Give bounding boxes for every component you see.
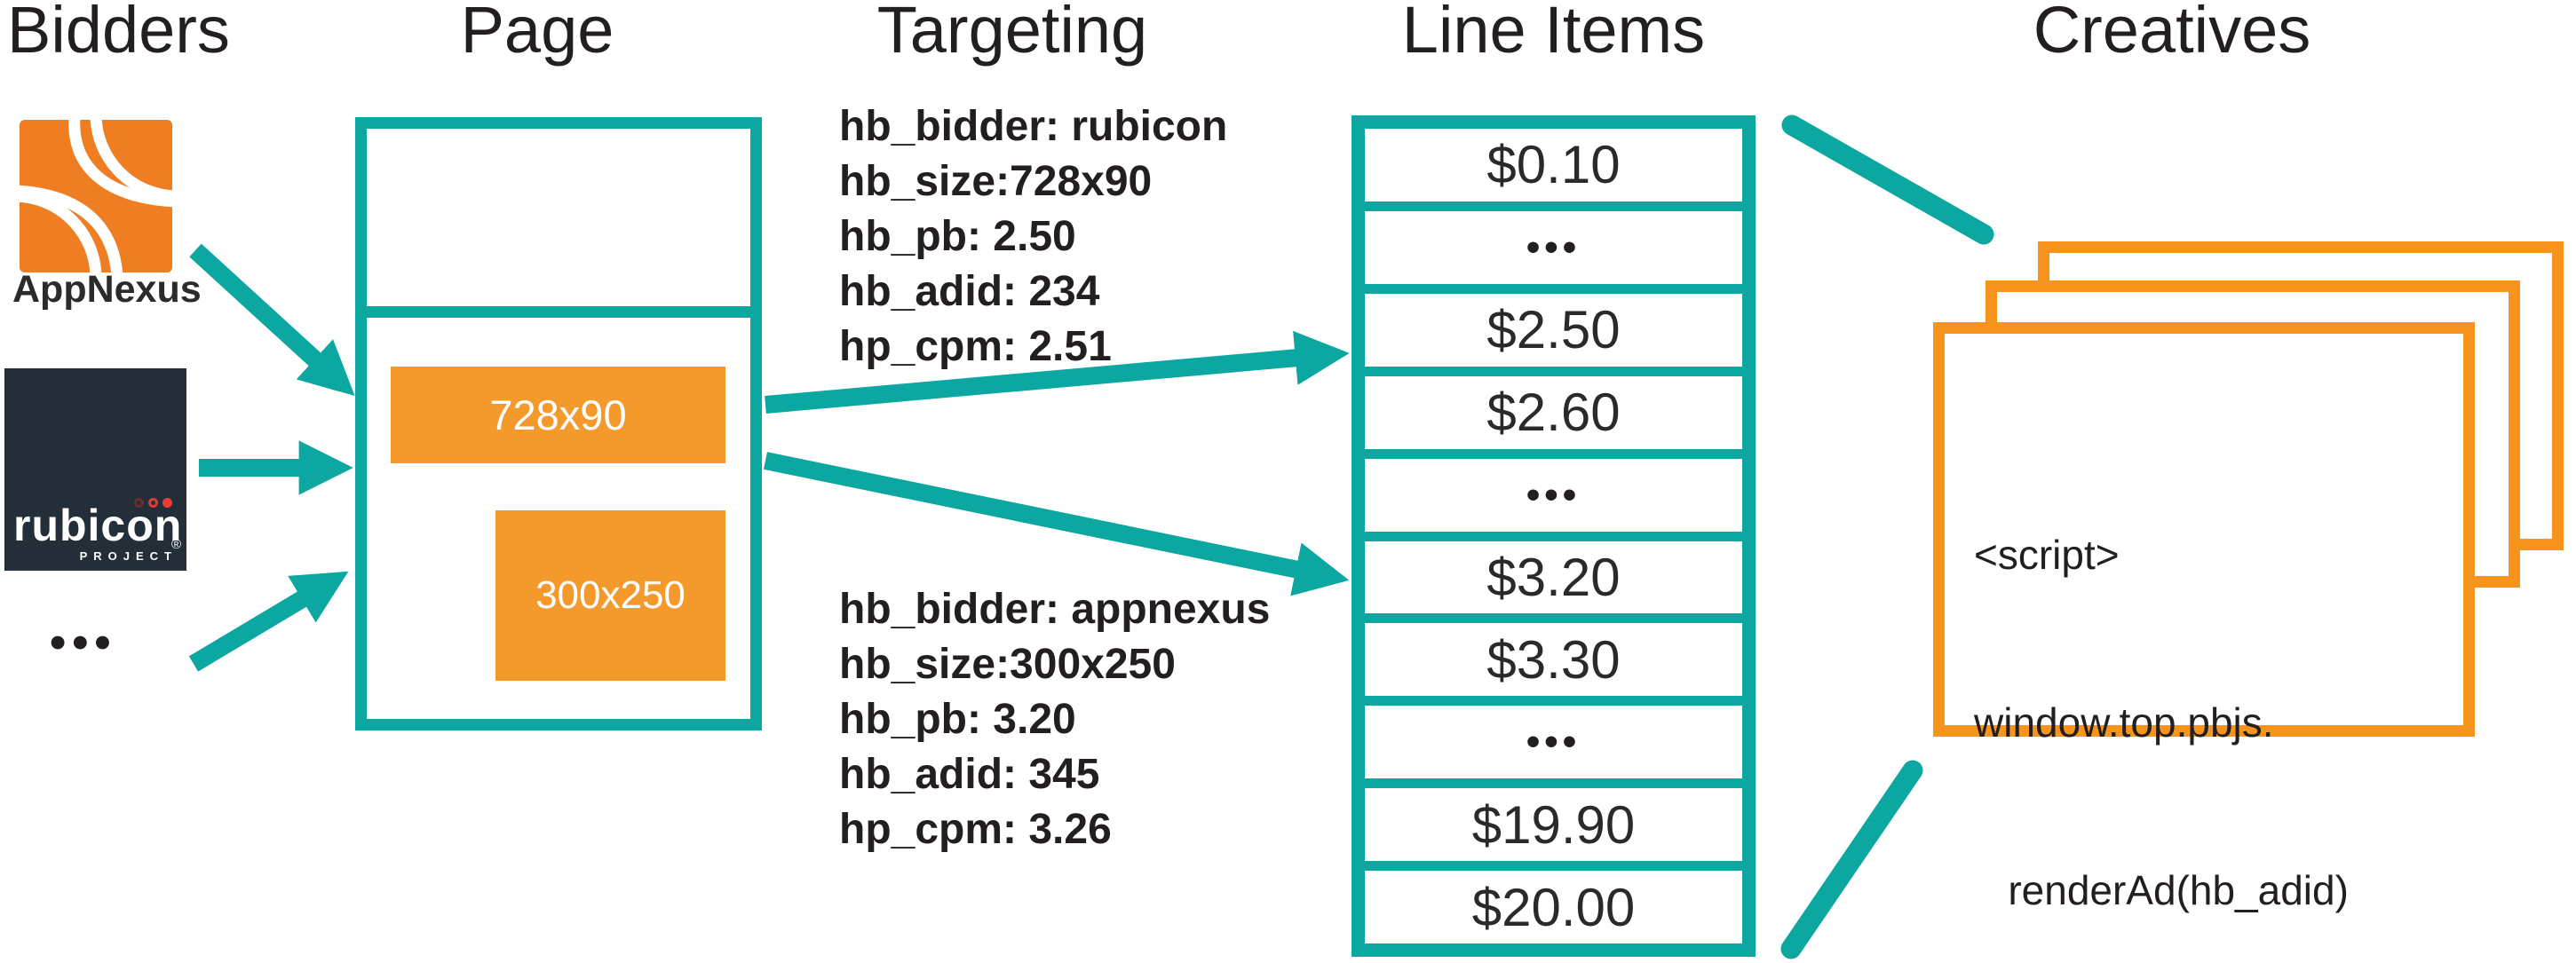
- line-item-row-ellipsis: •••: [1365, 201, 1742, 284]
- line-item-row: $3.20: [1365, 531, 1742, 614]
- targeting-line: hb_pb: 3.20: [839, 696, 1076, 743]
- creatives-column-title: Creatives: [2033, 0, 2311, 67]
- line-item-row: $19.90: [1365, 778, 1742, 862]
- targeting-line: hp_cpm: 3.26: [839, 806, 1112, 853]
- targeting-line: hp_cpm: 2.51: [839, 323, 1112, 370]
- creative-card-front: <script> window.top.pbjs. renderAd(hb_ad…: [1933, 322, 2475, 913]
- line-item-row: $20.00: [1365, 861, 1742, 944]
- rubicon-project-sub-label: PROJECT: [79, 549, 178, 563]
- line-items-column-title: Line Items: [1401, 0, 1706, 67]
- appnexus-label: AppNexus: [12, 268, 202, 311]
- line-item-row-ellipsis: •••: [1365, 448, 1742, 532]
- creative-render-script: <script> window.top.pbjs. renderAd(hb_ad…: [1974, 415, 2349, 963]
- line-item-row-ellipsis: •••: [1365, 696, 1742, 779]
- code-line: renderAd(hb_adid): [1974, 867, 2349, 913]
- line-items-table: $0.10 ••• $2.50 $2.60 ••• $3.20 $3.30 ••…: [1351, 115, 1756, 957]
- targeting-line: hb_size:300x250: [839, 641, 1176, 688]
- line-item-row: $0.10: [1365, 129, 1742, 201]
- targeting-block-rubicon: hb_bidder: rubicon hb_size:728x90 hb_pb:…: [839, 99, 1227, 375]
- targeting-line: hb_bidder: appnexus: [839, 586, 1271, 633]
- targeting-line: hb_size:728x90: [839, 158, 1153, 205]
- code-line: window.top.pbjs.: [1974, 699, 2274, 746]
- targeting-block-appnexus: hb_bidder: appnexus hb_size:300x250 hb_p…: [839, 582, 1270, 857]
- ad-slot-728x90: 728x90: [391, 367, 725, 463]
- code-line: <script>: [1974, 532, 2120, 578]
- line-item-row: $2.60: [1365, 366, 1742, 449]
- more-bidders-ellipsis: •••: [50, 617, 117, 668]
- targeting-line: hb_adid: 234: [839, 268, 1100, 315]
- line-item-row: $2.50: [1365, 283, 1742, 367]
- connector-line-items-top-to-creatives: [1781, 114, 1994, 245]
- page-header-region: [367, 129, 750, 318]
- targeting-line: hb_adid: 345: [839, 751, 1100, 798]
- appnexus-logo-icon: [20, 120, 172, 272]
- rubicon-wordmark: rubicon: [13, 501, 183, 550]
- arrow-page-to-line-item-320: [763, 452, 1350, 596]
- rubicon-project-logo: rubicon ® PROJECT: [4, 368, 186, 571]
- registered-mark: ®: [171, 537, 182, 552]
- arrow-more-bidders-to-page: [188, 571, 349, 672]
- rubicon-logo-dots-icon: [134, 498, 172, 508]
- page-wireframe: 728x90 300x250: [355, 117, 762, 730]
- line-item-row: $3.30: [1365, 613, 1742, 697]
- ad-slot-300x250: 300x250: [495, 510, 725, 681]
- targeting-line: hb_bidder: rubicon: [839, 103, 1228, 150]
- page-column-title: Page: [460, 0, 614, 67]
- targeting-column-title: Targeting: [876, 0, 1148, 67]
- targeting-line: hb_pb: 2.50: [839, 213, 1076, 260]
- connector-line-items-bottom-to-creatives: [1780, 760, 1923, 959]
- bidders-column-title: Bidders: [7, 0, 230, 67]
- arrow-appnexus-to-page: [189, 243, 355, 397]
